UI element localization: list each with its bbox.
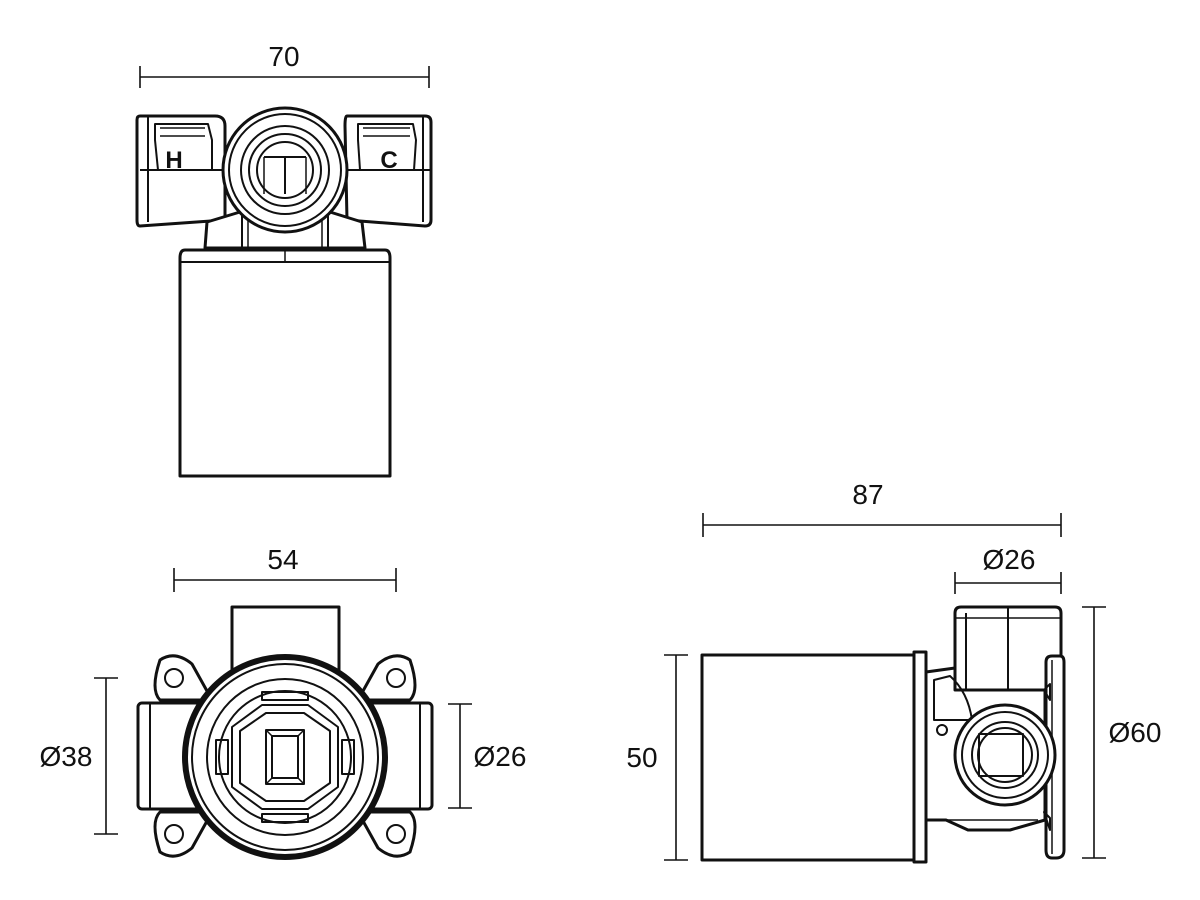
front-cartridge	[215, 691, 355, 823]
dimension-front-width: 54	[173, 544, 397, 592]
dim-label-54: 54	[267, 544, 298, 575]
dimension-top-width: 70	[139, 41, 430, 88]
dimension-front-left-diameter: Ø38	[40, 677, 118, 835]
dimension-front-right-diameter: Ø26	[448, 703, 527, 809]
side-body	[700, 650, 928, 864]
top-body	[178, 248, 392, 478]
hot-inlet-block: H	[135, 114, 227, 228]
side-outlet-rings	[953, 703, 1057, 807]
dim-label-diameter-26-front: Ø26	[474, 741, 527, 772]
cold-inlet-block: C	[343, 114, 433, 228]
front-view: 54 Ø38 Ø26	[40, 544, 527, 860]
dim-label-50: 50	[626, 742, 657, 773]
dim-label-diameter-26-side: Ø26	[983, 544, 1036, 575]
dim-label-diameter-38: Ø38	[40, 741, 93, 772]
hot-marking: H	[165, 147, 182, 174]
dim-label-87: 87	[852, 479, 883, 510]
top-outlet	[221, 106, 349, 234]
dimension-side-outlet-diameter: Ø26	[954, 544, 1062, 594]
top-view: 70 H C	[135, 41, 433, 478]
dimension-side-body-height: 50	[626, 654, 688, 861]
cold-marking: C	[380, 147, 397, 174]
dim-label-diameter-60: Ø60	[1109, 717, 1162, 748]
side-outlet-stub	[953, 605, 1063, 692]
dimension-side-length: 87	[702, 479, 1062, 537]
dim-label-70: 70	[268, 41, 299, 72]
side-view: 87 Ø26 50 Ø60	[626, 479, 1162, 864]
dimension-side-flange-diameter: Ø60	[1082, 606, 1162, 859]
